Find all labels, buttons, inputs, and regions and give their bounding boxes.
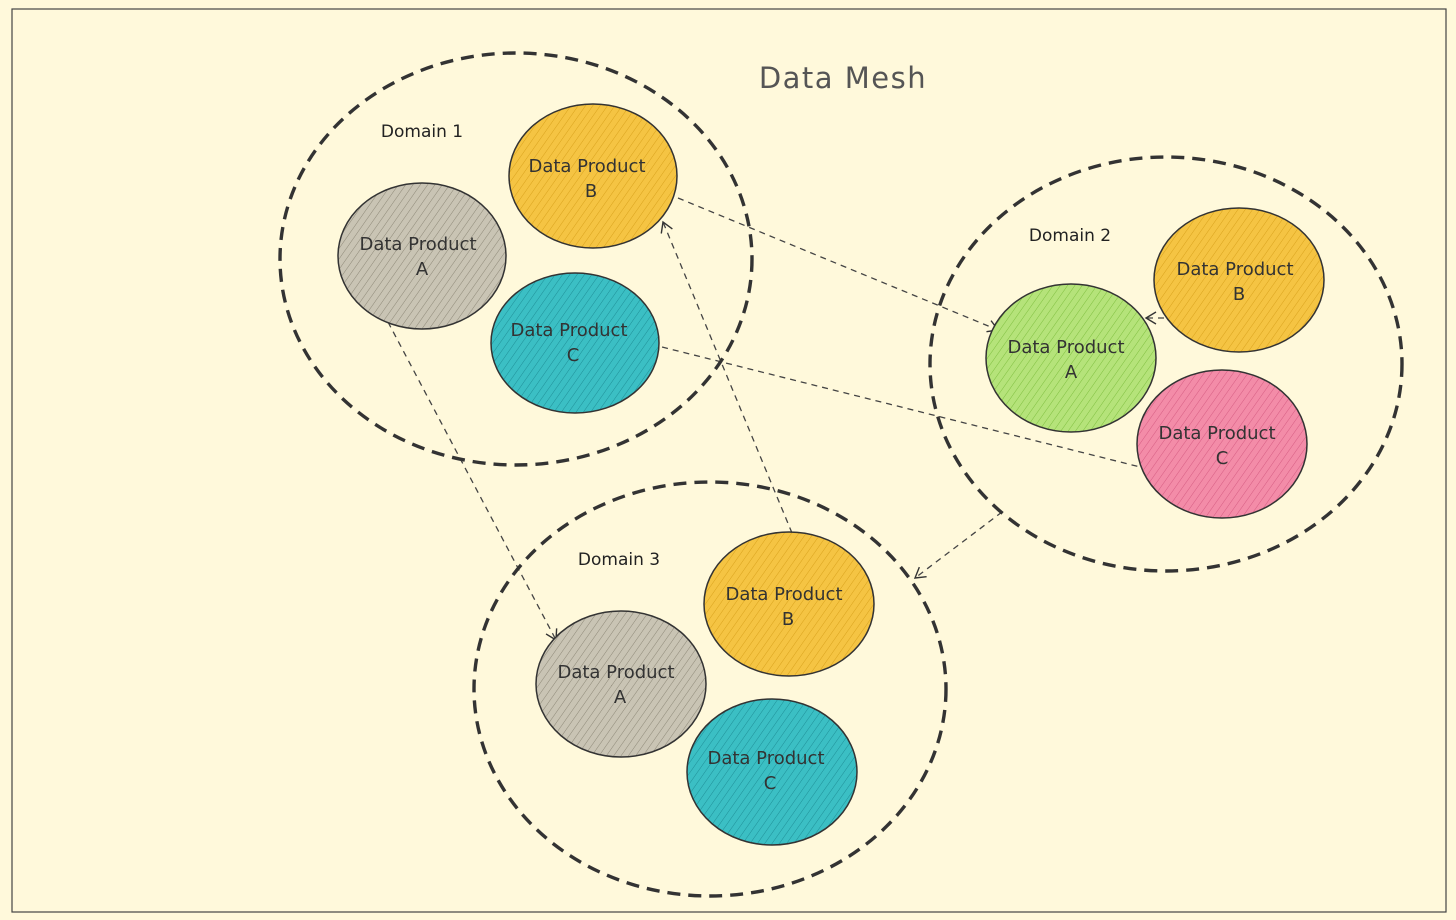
diagram-title: Data Mesh: [759, 61, 927, 95]
product-letter: C: [567, 345, 580, 366]
product-name: Data Product: [1158, 423, 1275, 444]
connector-d1-a-to-d3-a: [387, 321, 558, 642]
connectors: [387, 197, 1181, 642]
connector-d2-c-to-d1-c: [644, 338, 1181, 478]
data-product-a: Data Product A: [535, 610, 707, 758]
canvas-frame: [11, 8, 1447, 913]
product-name: Data Product: [557, 662, 674, 683]
domain-boundary: [472, 480, 948, 898]
data-product-c: Data Product C: [490, 272, 660, 414]
product-name: Data Product: [528, 156, 645, 177]
data-product-a: Data Product A: [985, 283, 1157, 433]
product-circle: [985, 283, 1157, 433]
domain-label: Domain 1: [381, 122, 463, 142]
product-letter: A: [416, 259, 429, 280]
data-product-b: Data Product B: [508, 103, 678, 249]
data-product-c: Data Product C: [1136, 369, 1308, 519]
domain-3: Domain 3 Data Product B Data Product A D…: [472, 480, 948, 898]
product-letter: A: [614, 687, 627, 708]
product-circle: [508, 103, 678, 249]
product-letter: C: [1216, 448, 1229, 469]
product-letter: B: [782, 609, 794, 630]
domain-label: Domain 3: [578, 550, 660, 570]
product-circle: [703, 531, 875, 677]
connector-d3-b-to-d1-b: [660, 220, 793, 534]
domain-2: Domain 2 Data Product B Data Product A D…: [928, 155, 1404, 573]
product-name: Data Product: [725, 584, 842, 605]
product-name: Data Product: [510, 320, 627, 341]
connector-d2-to-d3: [913, 511, 1003, 579]
data-product-b: Data Product B: [1153, 207, 1325, 353]
product-name: Data Product: [359, 234, 476, 255]
product-letter: B: [1233, 284, 1245, 305]
product-letter: B: [585, 181, 597, 202]
product-circle: [337, 182, 507, 330]
product-circle: [1136, 369, 1308, 519]
product-circle: [535, 610, 707, 758]
connector-d1-b-to-d2-a: [677, 197, 1000, 333]
product-circle: [490, 272, 660, 414]
product-letter: C: [764, 773, 777, 794]
product-letter: A: [1065, 362, 1078, 383]
domain-label: Domain 2: [1029, 226, 1111, 246]
product-circle: [686, 698, 858, 846]
domain-1: Domain 1 Data Product B Data Product A D…: [278, 51, 754, 467]
product-name: Data Product: [1007, 337, 1124, 358]
data-product-b: Data Product B: [703, 531, 875, 677]
data-product-c: Data Product C: [686, 698, 858, 846]
product-name: Data Product: [1176, 259, 1293, 280]
product-circle: [1153, 207, 1325, 353]
product-name: Data Product: [707, 748, 824, 769]
domain-boundary: [278, 51, 754, 467]
domain-boundary: [928, 155, 1404, 573]
data-product-a: Data Product A: [337, 182, 507, 330]
